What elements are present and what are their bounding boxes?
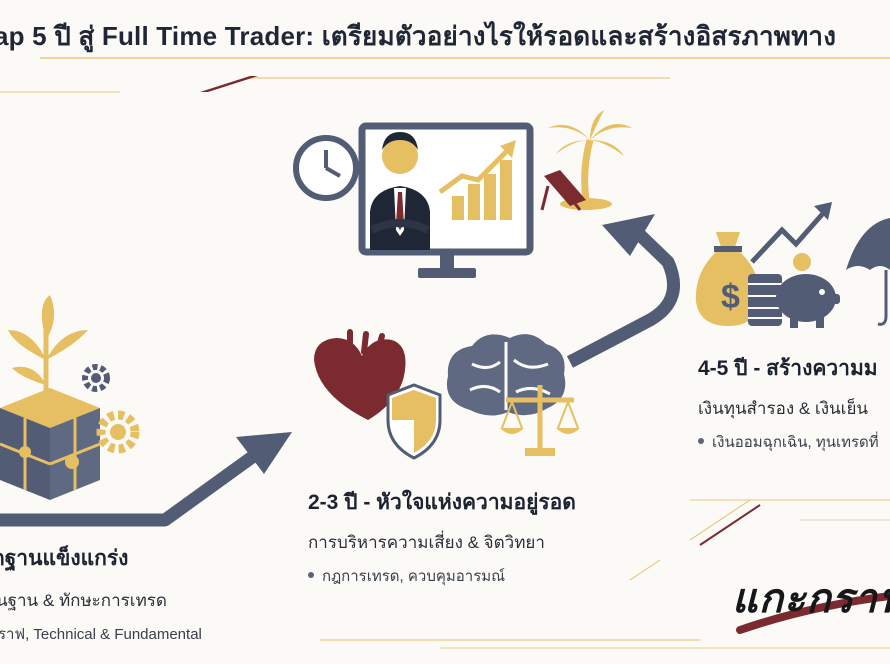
scale-icon <box>500 385 580 456</box>
stage-3-bullet: เงินออมฉุกเฉิน, ทุนเทรดที่ <box>712 434 879 451</box>
gear-icon <box>82 364 140 454</box>
stage-1-title: กฐานแข็งแกร่ง <box>0 547 129 570</box>
logo-swoosh <box>736 592 890 634</box>
trader-monitor-icon <box>358 122 534 278</box>
stage-1-bullet: ราฟ, Technical & Fundamental <box>0 626 202 643</box>
progress-arrow-2 <box>566 214 681 368</box>
stage-3-title: 4-5 ปี - สร้างความม <box>698 357 878 380</box>
page-title: ap 5 ปี สู่ Full Time Trader: เตรียมตัวอ… <box>0 21 837 51</box>
shield-icon <box>386 383 442 460</box>
stage-2-subtitle: การบริหารความเสี่ยง & จิตวิทยา <box>308 533 545 552</box>
svg-text:$: $ <box>721 278 740 316</box>
growth-arrow-icon <box>750 202 832 264</box>
plant-cube-icon <box>0 295 101 500</box>
heart-icon <box>314 329 406 420</box>
brain-icon <box>446 334 566 416</box>
clock-icon <box>293 135 359 201</box>
coin-stack-icon <box>748 253 811 326</box>
stage-2-block: 2-3 ปี - หัวใจแห่งความอยู่รอด การบริหารค… <box>308 486 576 588</box>
money-bag-icon: $ <box>695 232 761 326</box>
stage-2-title: 2-3 ปี - หัวใจแห่งความอยู่รอด <box>308 491 576 514</box>
umbrella-icon <box>846 218 890 326</box>
stage-3-subtitle: เงินทุนสำรอง & เงินเย็น <box>698 399 869 418</box>
stage-1-block: กฐานแข็งแกร่ง นฐาน & ทักษะการเทรด ราฟ, T… <box>0 542 202 646</box>
header-decoration <box>0 57 890 93</box>
bullet-dot-icon <box>698 438 704 445</box>
stage-2-bullet-item: กฎการเทรด, ควบคุมอารมณ์ <box>308 564 576 588</box>
stage-2-bullet: กฎการเทรด, ควบคุมอารมณ์ <box>322 568 506 585</box>
beach-chair-icon <box>540 170 586 211</box>
stage-1-subtitle: นฐาน & ทักษะการเทรด <box>0 591 167 610</box>
brand-logo: แกะกราฟ <box>732 577 890 621</box>
stage-3-bullet-item: เงินออมฉุกเฉิน, ทุนเทรดที่ <box>698 430 879 454</box>
bullet-dot-icon <box>308 572 314 579</box>
piggy-bank-icon <box>776 274 840 328</box>
stage-3-block: 4-5 ปี - สร้างความม เงินทุนสำรอง & เงินเ… <box>698 352 879 454</box>
footer-decoration <box>320 499 890 649</box>
progress-arrow-1 <box>0 432 292 527</box>
